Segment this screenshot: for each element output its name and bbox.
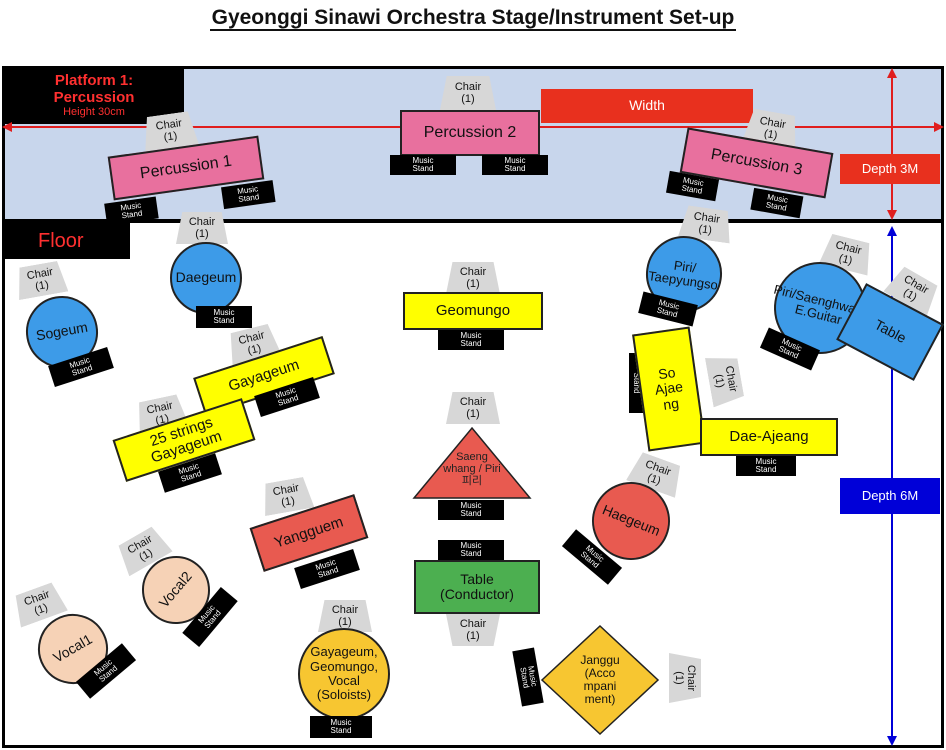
janggu-diamond bbox=[540, 624, 660, 736]
chair: Chair(1) bbox=[446, 392, 500, 424]
depth-3m-label: Depth 3M bbox=[840, 154, 940, 184]
depth-6m-text: Depth 6M bbox=[861, 487, 919, 503]
platform-label-box: Platform 1: Percussion Height 30cm bbox=[4, 68, 184, 124]
width-label-text: Width bbox=[629, 97, 665, 114]
chair: Chair(1) bbox=[440, 76, 496, 110]
depth-arrow-platform bbox=[887, 68, 897, 220]
dae-ajeang: Dae-Ajeang bbox=[700, 418, 838, 456]
chair: Chair(1) bbox=[446, 262, 500, 294]
chair: Chair(1) bbox=[318, 600, 372, 632]
chair: Chair(1) bbox=[176, 212, 228, 244]
saenghwang-piri-triangle bbox=[412, 426, 532, 499]
platform-label-line1: Platform 1: bbox=[54, 72, 134, 90]
width-label: Width bbox=[541, 89, 753, 123]
conductor-table: Table (Conductor) bbox=[414, 560, 540, 614]
percussion-2: Percussion 2 bbox=[400, 110, 540, 156]
depth-6m-label: Depth 6M bbox=[840, 478, 940, 514]
soloists: Gayageum, Geomungo, Vocal (Soloists) bbox=[298, 628, 390, 720]
depth-3m-text: Depth 3M bbox=[861, 160, 919, 176]
platform-label-line3: Height 30cm bbox=[63, 106, 125, 119]
platform-label-line2: Percussion bbox=[53, 88, 135, 106]
floor-label-text: Floor bbox=[38, 230, 84, 252]
saenghwang-piri: Saeng whang / Piri 피리 bbox=[443, 450, 501, 488]
floor-label: Floor bbox=[4, 223, 130, 259]
page-title: Gyeonggi Sinawi Orchestra Stage/Instrume… bbox=[209, 6, 737, 31]
chair: Chair(1) bbox=[446, 614, 500, 646]
geomungo: Geomungo bbox=[403, 292, 543, 330]
daegeum: Daegeum bbox=[170, 242, 242, 314]
chair: Chair(1) bbox=[669, 653, 701, 703]
janggu: Janggu (Acco mpani ment) bbox=[580, 652, 620, 707]
